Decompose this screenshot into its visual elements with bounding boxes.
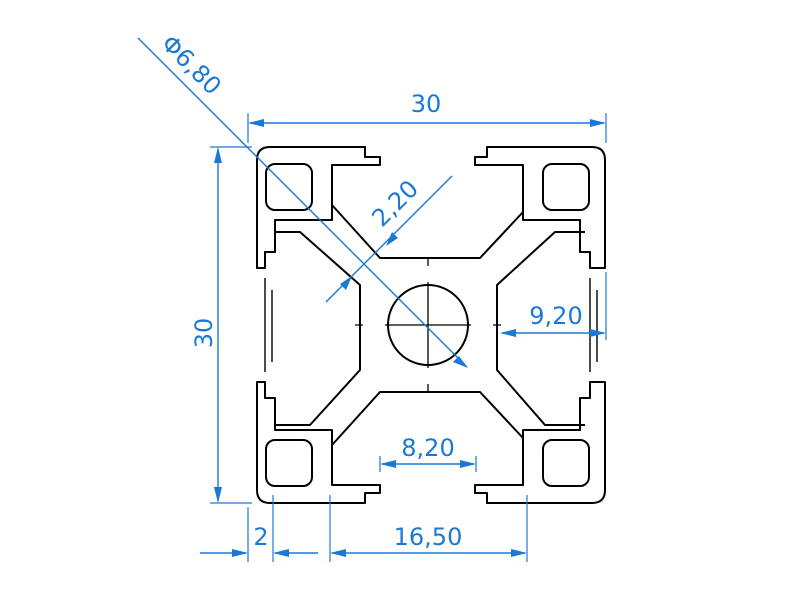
arrowhead xyxy=(330,549,346,557)
profile-inner-web-right xyxy=(496,231,585,426)
corner-cavity-top-right xyxy=(542,163,590,211)
profile-outer-contour xyxy=(256,146,381,269)
profile-slot-left-wall xyxy=(264,278,273,372)
corner-cavity-top-left xyxy=(265,163,313,211)
profile-slot-right-wall xyxy=(589,278,598,372)
profile-corner-bottom-left xyxy=(256,381,381,504)
arrowhead xyxy=(511,549,527,557)
profile-inner-web-left xyxy=(275,231,361,426)
dim-diameter-label: Φ6,80 xyxy=(156,29,227,100)
arrowhead xyxy=(386,232,398,246)
dimensions: 30 30 Φ6,80 2,20 9,20 8,20 xyxy=(137,29,607,562)
dim-wall-label: 2,20 xyxy=(366,175,424,233)
dim-slot-width-label: 8,20 xyxy=(401,434,454,462)
profile-corner-bottom-right xyxy=(474,381,606,504)
profile-inner-web-top xyxy=(331,175,524,259)
arrowhead xyxy=(590,119,606,127)
aluminium-profile xyxy=(256,146,606,504)
profile-corner-top-right xyxy=(474,146,606,269)
dim-slot-depth-label: 9,20 xyxy=(529,302,582,330)
arrowhead xyxy=(590,329,606,337)
corner-cavity-bottom-left xyxy=(265,439,313,487)
arrowhead xyxy=(380,460,396,468)
arrowhead xyxy=(214,147,222,163)
dim-leader-diameter xyxy=(137,37,467,367)
dim-width-label: 30 xyxy=(411,90,442,118)
dim-height-label: 30 xyxy=(190,318,218,349)
corner-cavity-bottom-right xyxy=(542,439,590,487)
arrowhead xyxy=(232,549,248,557)
dim-edge-offset-label: 2 xyxy=(253,523,268,551)
arrowhead xyxy=(273,549,289,557)
arrowhead xyxy=(248,119,264,127)
centerline-mark xyxy=(355,258,501,392)
dim-groove-span-label: 16,50 xyxy=(394,523,463,551)
profile-inner-web-bottom xyxy=(331,391,524,475)
arrowhead xyxy=(500,329,516,337)
arrowhead xyxy=(340,276,352,290)
arrowhead xyxy=(460,460,476,468)
arrowhead xyxy=(214,487,222,503)
arrowhead xyxy=(453,356,468,368)
